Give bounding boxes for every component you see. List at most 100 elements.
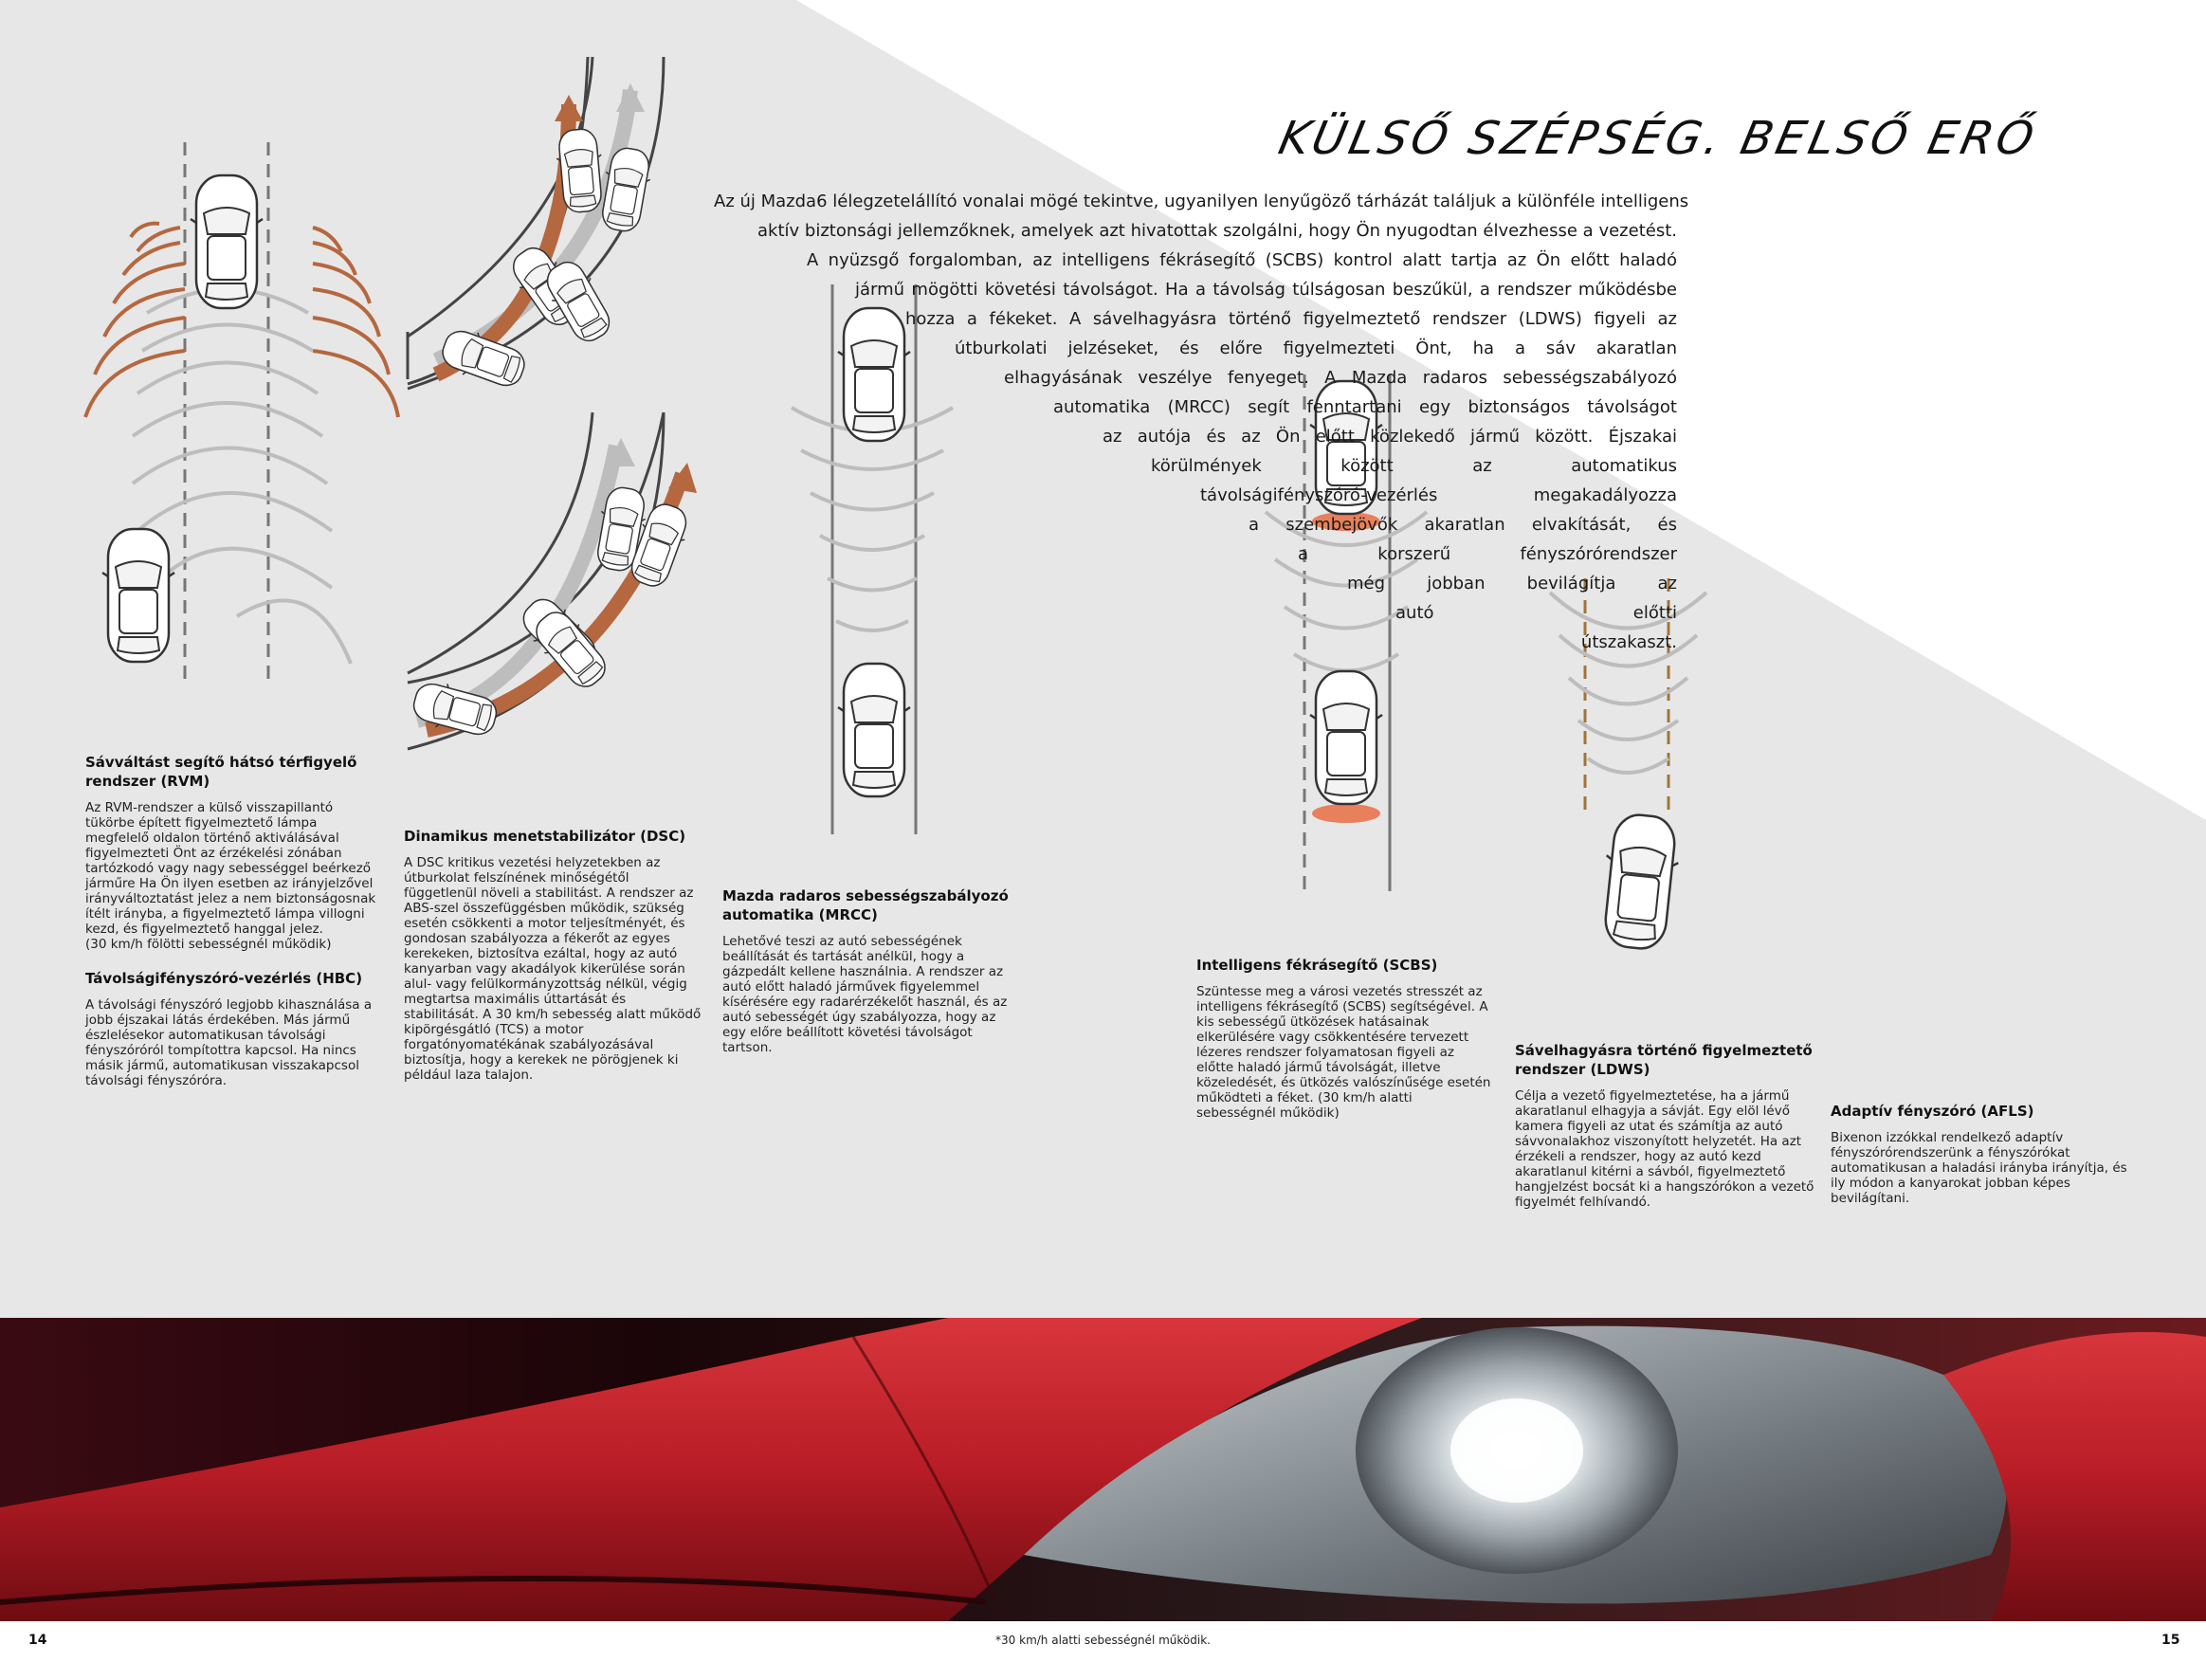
ldws-line: akaratlanul elhagyja a sávját. Egy elöl … bbox=[1515, 1104, 1790, 1119]
rvm-section: Sávváltást segítő hátsó térfigyelő rendsz… bbox=[85, 753, 389, 952]
footnote: *30 km/h alatti sebességnél működik. bbox=[995, 1634, 1211, 1647]
ldws-line: Célja a vezető figyelmeztetése, ha a jár… bbox=[1515, 1088, 1790, 1104]
mrcc-body: Lehetővé teszi az autó sebességének beál… bbox=[722, 934, 1026, 1055]
ldws-line: kamera figyeli az utat és számítja az au… bbox=[1515, 1119, 1783, 1134]
mrcc-line: gázpedált kellene használnia. A rendszer… bbox=[722, 964, 1004, 979]
rvm-body: Az RVM-rendszer a külső visszapillantó t… bbox=[85, 800, 389, 952]
dsc-body: A DSC kritikus vezetési helyzetekben az … bbox=[404, 855, 707, 1083]
ldws-heading-line: Sávelhagyásra történő figyelmeztető bbox=[1515, 1042, 1813, 1059]
intro-line: a korszerű fényszórórendszer bbox=[1298, 544, 1677, 564]
headlight-photo bbox=[0, 1318, 2206, 1621]
mrcc-line: egy előre beállított követési távolságot bbox=[722, 1025, 973, 1040]
page-background bbox=[0, 0, 2206, 1318]
dsc-illustration bbox=[406, 56, 697, 751]
mrcc-line: beállítását és tartását anélkül, hogy a bbox=[722, 949, 965, 964]
intro-line: autó előtti bbox=[1395, 603, 1677, 623]
dsc-heading: Dinamikus menetstabilizátor (DSC) bbox=[404, 828, 686, 845]
dsc-line: kanyarban vagy akadályok kikerülése sorá… bbox=[404, 961, 685, 977]
rvm-line: Az RVM-rendszer a külső visszapillantó bbox=[85, 800, 334, 815]
afls-line: fényszórórendszerünk a fényszórókat bbox=[1831, 1145, 2070, 1160]
dsc-line: A DSC kritikus vezetési helyzetekben az bbox=[404, 855, 661, 870]
intro-line: körülmények között az automatikus bbox=[1151, 456, 1677, 476]
intro-line: útburkolati jelzéseket, és előre figyelm… bbox=[955, 338, 1677, 358]
scbs-line: sebességnél működik) bbox=[1196, 1105, 1340, 1121]
ldws-line: hangjelzést bocsát ki a hangszórókon a v… bbox=[1515, 1179, 1814, 1195]
mrcc-heading-line: Mazda radaros sebességszabályozó bbox=[722, 887, 1009, 904]
intro-line: még jobban bevilágítja az bbox=[1347, 574, 1677, 593]
ldws-section: Sávelhagyásra történő figyelmeztető rends… bbox=[1515, 1041, 1828, 1210]
intro-line: automatika (MRCC) segít fenntartani egy … bbox=[1053, 397, 1677, 417]
scbs-heading: Intelligens fékrásegítő (SCBS) bbox=[1196, 957, 1438, 974]
rvm-line: tartózkodó vagy nagy sebességgel beérkez… bbox=[85, 861, 372, 876]
dsc-line: útburkolat felszínének minőségétől bbox=[404, 870, 629, 886]
intro-line: aktív biztonsági jellemzőknek, amelyek a… bbox=[757, 221, 1677, 241]
scbs-line: elkerülésére vagy csökkentésére tervezet… bbox=[1196, 1030, 1469, 1045]
scbs-section: Intelligens fékrásegítő (SCBS) Szüntesse… bbox=[1196, 956, 1509, 1121]
dsc-line: megtartsa maximális úttartását és bbox=[404, 992, 627, 1007]
rvm-line: (30 km/h fölötti sebességnél működik) bbox=[85, 937, 332, 952]
rvm-line: ítélt irányba, a figyelmeztető lámpa vil… bbox=[85, 906, 365, 922]
ldws-line: figyelmét felhívandó. bbox=[1515, 1195, 1650, 1210]
mrcc-line: tartson. bbox=[722, 1040, 773, 1055]
dsc-section: Dinamikus menetstabilizátor (DSC) A DSC … bbox=[404, 827, 707, 1083]
rvm-heading-line: rendszer (RVM) bbox=[85, 773, 210, 790]
ldws-line: akaratlanul kitérni a sávból, figyelmezt… bbox=[1515, 1164, 1786, 1179]
page-footer bbox=[0, 1621, 2206, 1680]
afls-line: ily módon a kanyarokat jobban képes bbox=[1831, 1176, 2070, 1191]
dsc-line: forgatónyomatékának szabályozásával bbox=[404, 1037, 654, 1052]
hbc-section: Távolságifényszóró-vezérlés (HBC) A távo… bbox=[85, 969, 389, 1088]
dsc-line: stabilitását. A 30 km/h sebesség alatt m… bbox=[404, 1007, 702, 1022]
rvm-line: tükörbe épített figyelmeztető lámpa bbox=[85, 815, 318, 831]
intro-line: jármű mögötti követési távolságot. Ha a … bbox=[855, 280, 1677, 300]
rvm-line: járműre Ha Ön ilyen esetben az irányjelz… bbox=[85, 876, 374, 891]
rvm-line: kezd, és figyelmeztető hanggal jelez. bbox=[85, 922, 323, 937]
afls-heading: Adaptív fényszóró (AFLS) bbox=[1831, 1103, 2034, 1120]
scbs-line: előtte haladó jármű távolságát, illetve bbox=[1196, 1060, 1441, 1075]
mrcc-line: autó előtt haladó járművek figyelemmel bbox=[722, 979, 980, 995]
ldws-line: sávvonalakhoz viszonyított helyzetét. Ha… bbox=[1515, 1134, 1802, 1149]
scbs-line: működteti a féket. (30 km/h alatti bbox=[1196, 1090, 1413, 1105]
dsc-line: kipörgésgátló (TCS) a motor bbox=[404, 1022, 584, 1037]
ldws-heading: Sávelhagyásra történő figyelmeztető rends… bbox=[1515, 1041, 1828, 1079]
page-number-left: 14 bbox=[28, 1633, 47, 1648]
page-number-right: 15 bbox=[2161, 1633, 2180, 1648]
hbc-line: A távolsági fényszóró legjobb kihasználá… bbox=[85, 997, 373, 1013]
hbc-line: észlelésekor automatikusan távolsági bbox=[85, 1028, 326, 1043]
hbc-line: fényszóróról tompítottra kapcsol. Ha nin… bbox=[85, 1043, 356, 1058]
ldws-body: Célja a vezető figyelmeztetése, ha a jár… bbox=[1515, 1088, 1828, 1210]
rvm-heading-line: Sávváltást segítő hátsó térfigyelő bbox=[85, 754, 357, 771]
hbc-line: másik jármű, automatikusan visszakapcsol bbox=[85, 1058, 359, 1073]
hbc-heading: Távolságifényszóró-vezérlés (HBC) bbox=[85, 970, 363, 987]
mrcc-heading: Mazda radaros sebességszabályozó automati… bbox=[722, 886, 1026, 924]
intro-line: elhagyásának veszélye fenyeget. A Mazda … bbox=[1004, 368, 1677, 388]
intro-line: útszakaszt. bbox=[1580, 632, 1677, 652]
feature-illustrations bbox=[83, 56, 1708, 953]
dsc-line: gondosan szabályozza a fékerőt az egyes bbox=[404, 931, 670, 946]
rvm-line: megfelelő oldalon történő aktiválásával bbox=[85, 831, 339, 846]
ldws-heading-line: rendszer (LDWS) bbox=[1515, 1061, 1650, 1078]
rvm-illustration bbox=[83, 142, 400, 683]
scbs-line: lézeres rendszer folyamatosan figyeli az bbox=[1196, 1045, 1454, 1060]
mrcc-heading-line: automatika (MRCC) bbox=[722, 906, 878, 923]
dsc-line: alul- vagy felülkormányzottság nélkül, v… bbox=[404, 977, 687, 992]
scbs-line: közeledését, és ütközés valószínűsége es… bbox=[1196, 1075, 1491, 1090]
dsc-line: függetlenül növeli a stabilitást. A rend… bbox=[404, 886, 694, 901]
mrcc-line: Lehetővé teszi az autó sebességének bbox=[722, 934, 962, 949]
rvm-line: figyelmezteti Önt az érzékelési zónában bbox=[85, 846, 342, 861]
intro-line: távolságifényszóró-vezérlés megakadályoz… bbox=[1200, 485, 1677, 505]
rvm-line: irányváltoztatást jelez a nem biztonságo… bbox=[85, 891, 376, 906]
intro-line: Az új Mazda6 lélegzetelállító vonalai mö… bbox=[714, 192, 1689, 211]
afls-section: Adaptív fényszóró (AFLS) Bixenon izzókka… bbox=[1831, 1102, 2143, 1206]
hbc-line: jobb éjszakai látás érdekében. Más jármű bbox=[85, 1013, 351, 1028]
mrcc-line: autó sebességét úgy szabályozza, hogy az bbox=[722, 1010, 996, 1025]
dsc-line: például laza talajon. bbox=[404, 1068, 534, 1083]
rvm-heading: Sávváltást segítő hátsó térfigyelő rendsz… bbox=[85, 753, 389, 791]
afls-line: Bixenon izzókkal rendelkező adaptív bbox=[1831, 1130, 2064, 1145]
scbs-line: Szüntesse meg a városi vezetés stresszét… bbox=[1196, 984, 1483, 999]
mrcc-line: kísérésére egy radarérzékelőt használ, é… bbox=[722, 995, 1008, 1010]
ldws-illustration bbox=[1548, 578, 1708, 953]
dsc-line: biztosítja, hogy a kerekek ne pörögjenek… bbox=[404, 1052, 679, 1068]
intro-line: az autója és az Ön előtt közlekedő jármű… bbox=[1103, 427, 1677, 447]
mrcc-illustration bbox=[790, 284, 955, 834]
